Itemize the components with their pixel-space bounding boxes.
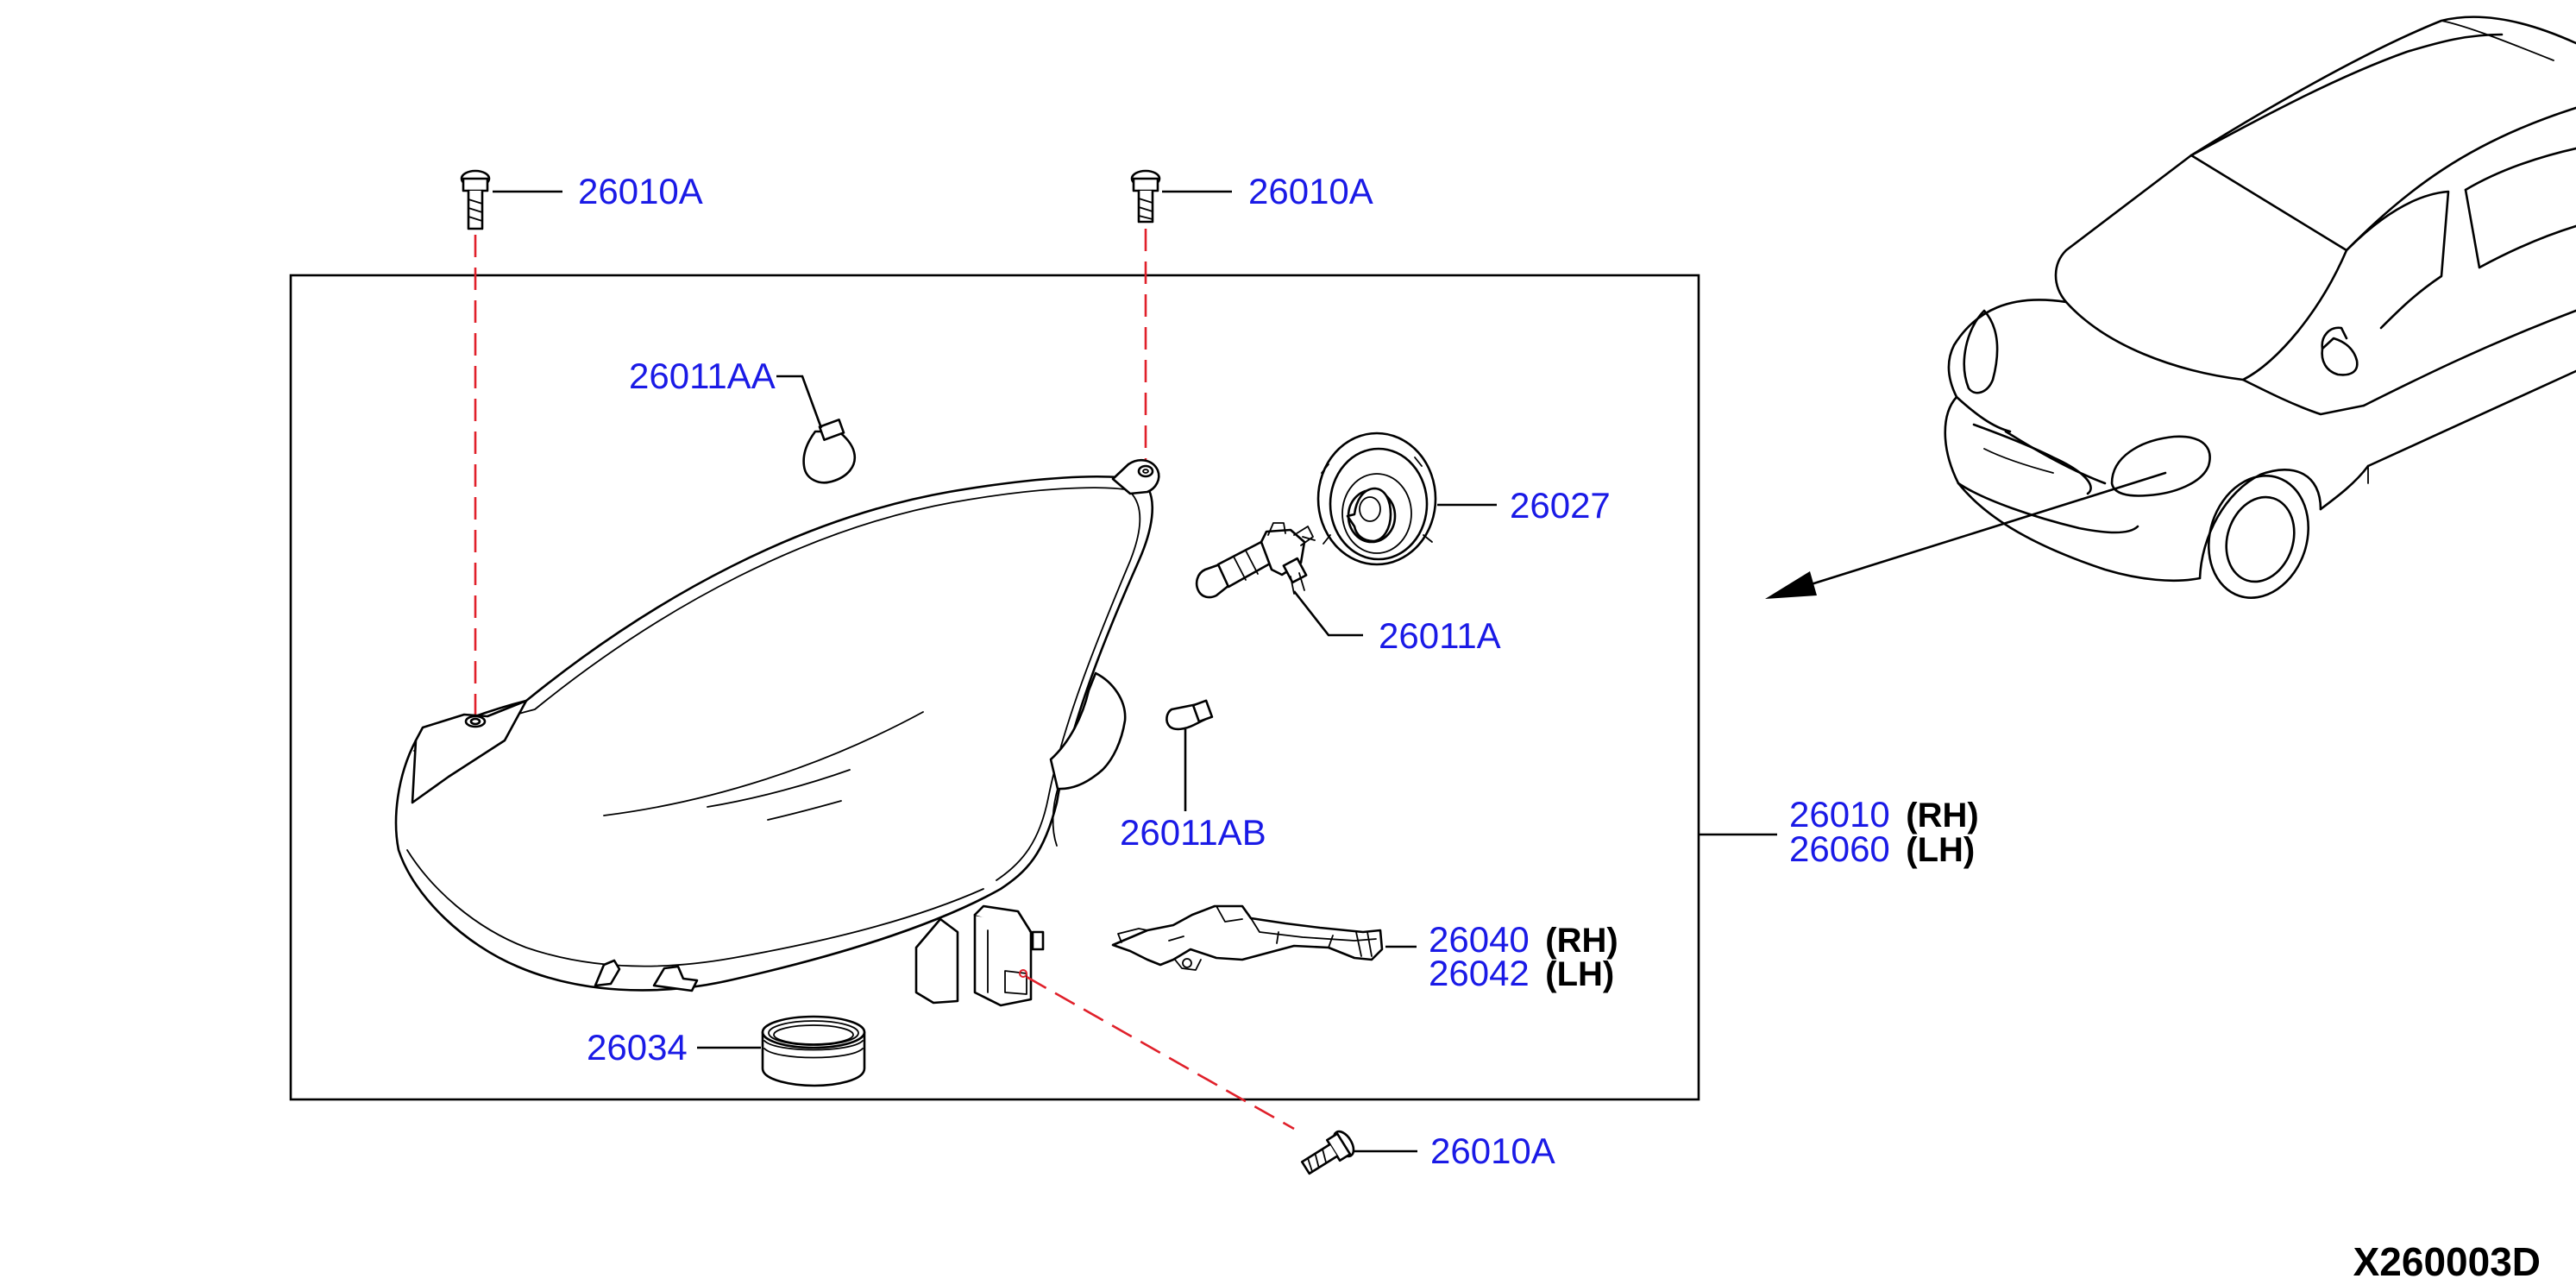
diagram-code: X260003D [2353,1239,2541,1281]
label-bolt-bottom: 26010A [1430,1131,1555,1171]
bulb-26011ab[interactable] [1165,699,1214,731]
label-26034: 26034 [587,1027,688,1068]
part-26042: 26042 [1429,953,1530,993]
bolt-top-right[interactable] [1130,169,1161,224]
label-bolt-top-right: 26010A [1248,171,1373,211]
part-26010: 26010 [1789,794,1890,835]
car-locator [1944,16,2576,599]
part-26060: 26060 [1789,828,1890,869]
label-26011a: 26011A [1379,615,1501,656]
leader-26011a [1292,590,1363,637]
label-26027: 26027 [1510,485,1611,526]
side-rh-bracket: (RH) [1545,922,1618,960]
label-assembly-lh: 26060 (LH) [1789,828,1975,869]
locator-arrowhead [1765,571,1817,599]
dash-bolt-bottom [1026,975,1295,1131]
bulb-26011a[interactable] [1195,522,1316,599]
headlamp-assembly[interactable] [394,458,1160,1007]
bolt-bottom[interactable] [1298,1128,1358,1179]
locator-arrow [1774,471,2167,597]
side-lh: (LH) [1906,831,1975,869]
cap-26027[interactable] [1316,431,1437,566]
label-26011aa: 26011AA [629,356,776,396]
label-bracket-lh: 26042 (LH) [1429,953,1614,993]
bracket-26040[interactable] [1111,904,1384,971]
assembly-frame [289,274,1700,1101]
label-assembly-rh: 26010 (RH) [1789,794,1979,835]
side-rh: (RH) [1906,797,1978,835]
side-lh-bracket: (LH) [1545,955,1614,993]
bulb-26011aa[interactable] [802,419,857,484]
label-bolt-top-left: 26010A [578,171,703,211]
label-26011ab: 26011AB [1120,812,1266,853]
bolt-top-left[interactable] [460,169,491,230]
part-26040: 26040 [1429,919,1530,960]
ring-26034[interactable] [761,1015,866,1087]
leader-26011aa [776,375,823,429]
label-bracket-rh: 26040 (RH) [1429,919,1618,960]
